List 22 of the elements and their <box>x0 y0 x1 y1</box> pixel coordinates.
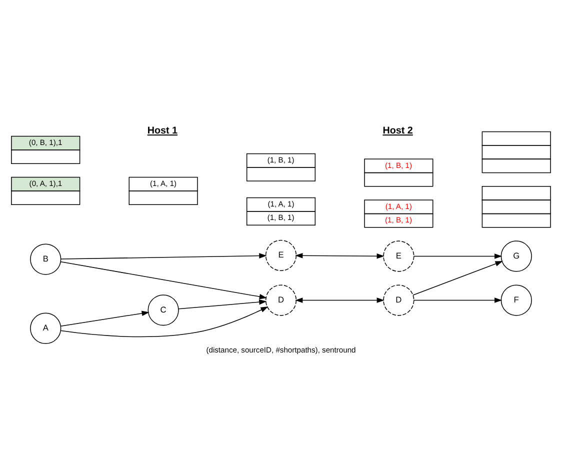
node-circle: B <box>30 244 62 275</box>
node-circle: G <box>500 240 532 272</box>
caption: (distance, sourceID, #shortpaths), sentround <box>206 346 356 355</box>
arrow <box>60 306 268 338</box>
node-circle: F <box>500 284 532 316</box>
arrow <box>414 298 502 303</box>
node-circle: D <box>383 284 414 316</box>
arrow <box>414 254 502 259</box>
node-circle: C <box>148 294 179 326</box>
node-circle: E <box>383 240 414 272</box>
arrow <box>60 261 267 300</box>
node-circle: D <box>265 284 297 316</box>
label: Host 2 <box>382 126 413 137</box>
node-circle: E <box>265 240 297 272</box>
arrow <box>178 299 267 310</box>
arrow <box>60 310 150 326</box>
label: Host 1 <box>147 126 178 137</box>
node-circle: A <box>30 312 62 344</box>
arrow <box>295 298 384 303</box>
arrow <box>295 252 384 259</box>
arrow <box>60 253 267 260</box>
arrow <box>412 261 503 296</box>
